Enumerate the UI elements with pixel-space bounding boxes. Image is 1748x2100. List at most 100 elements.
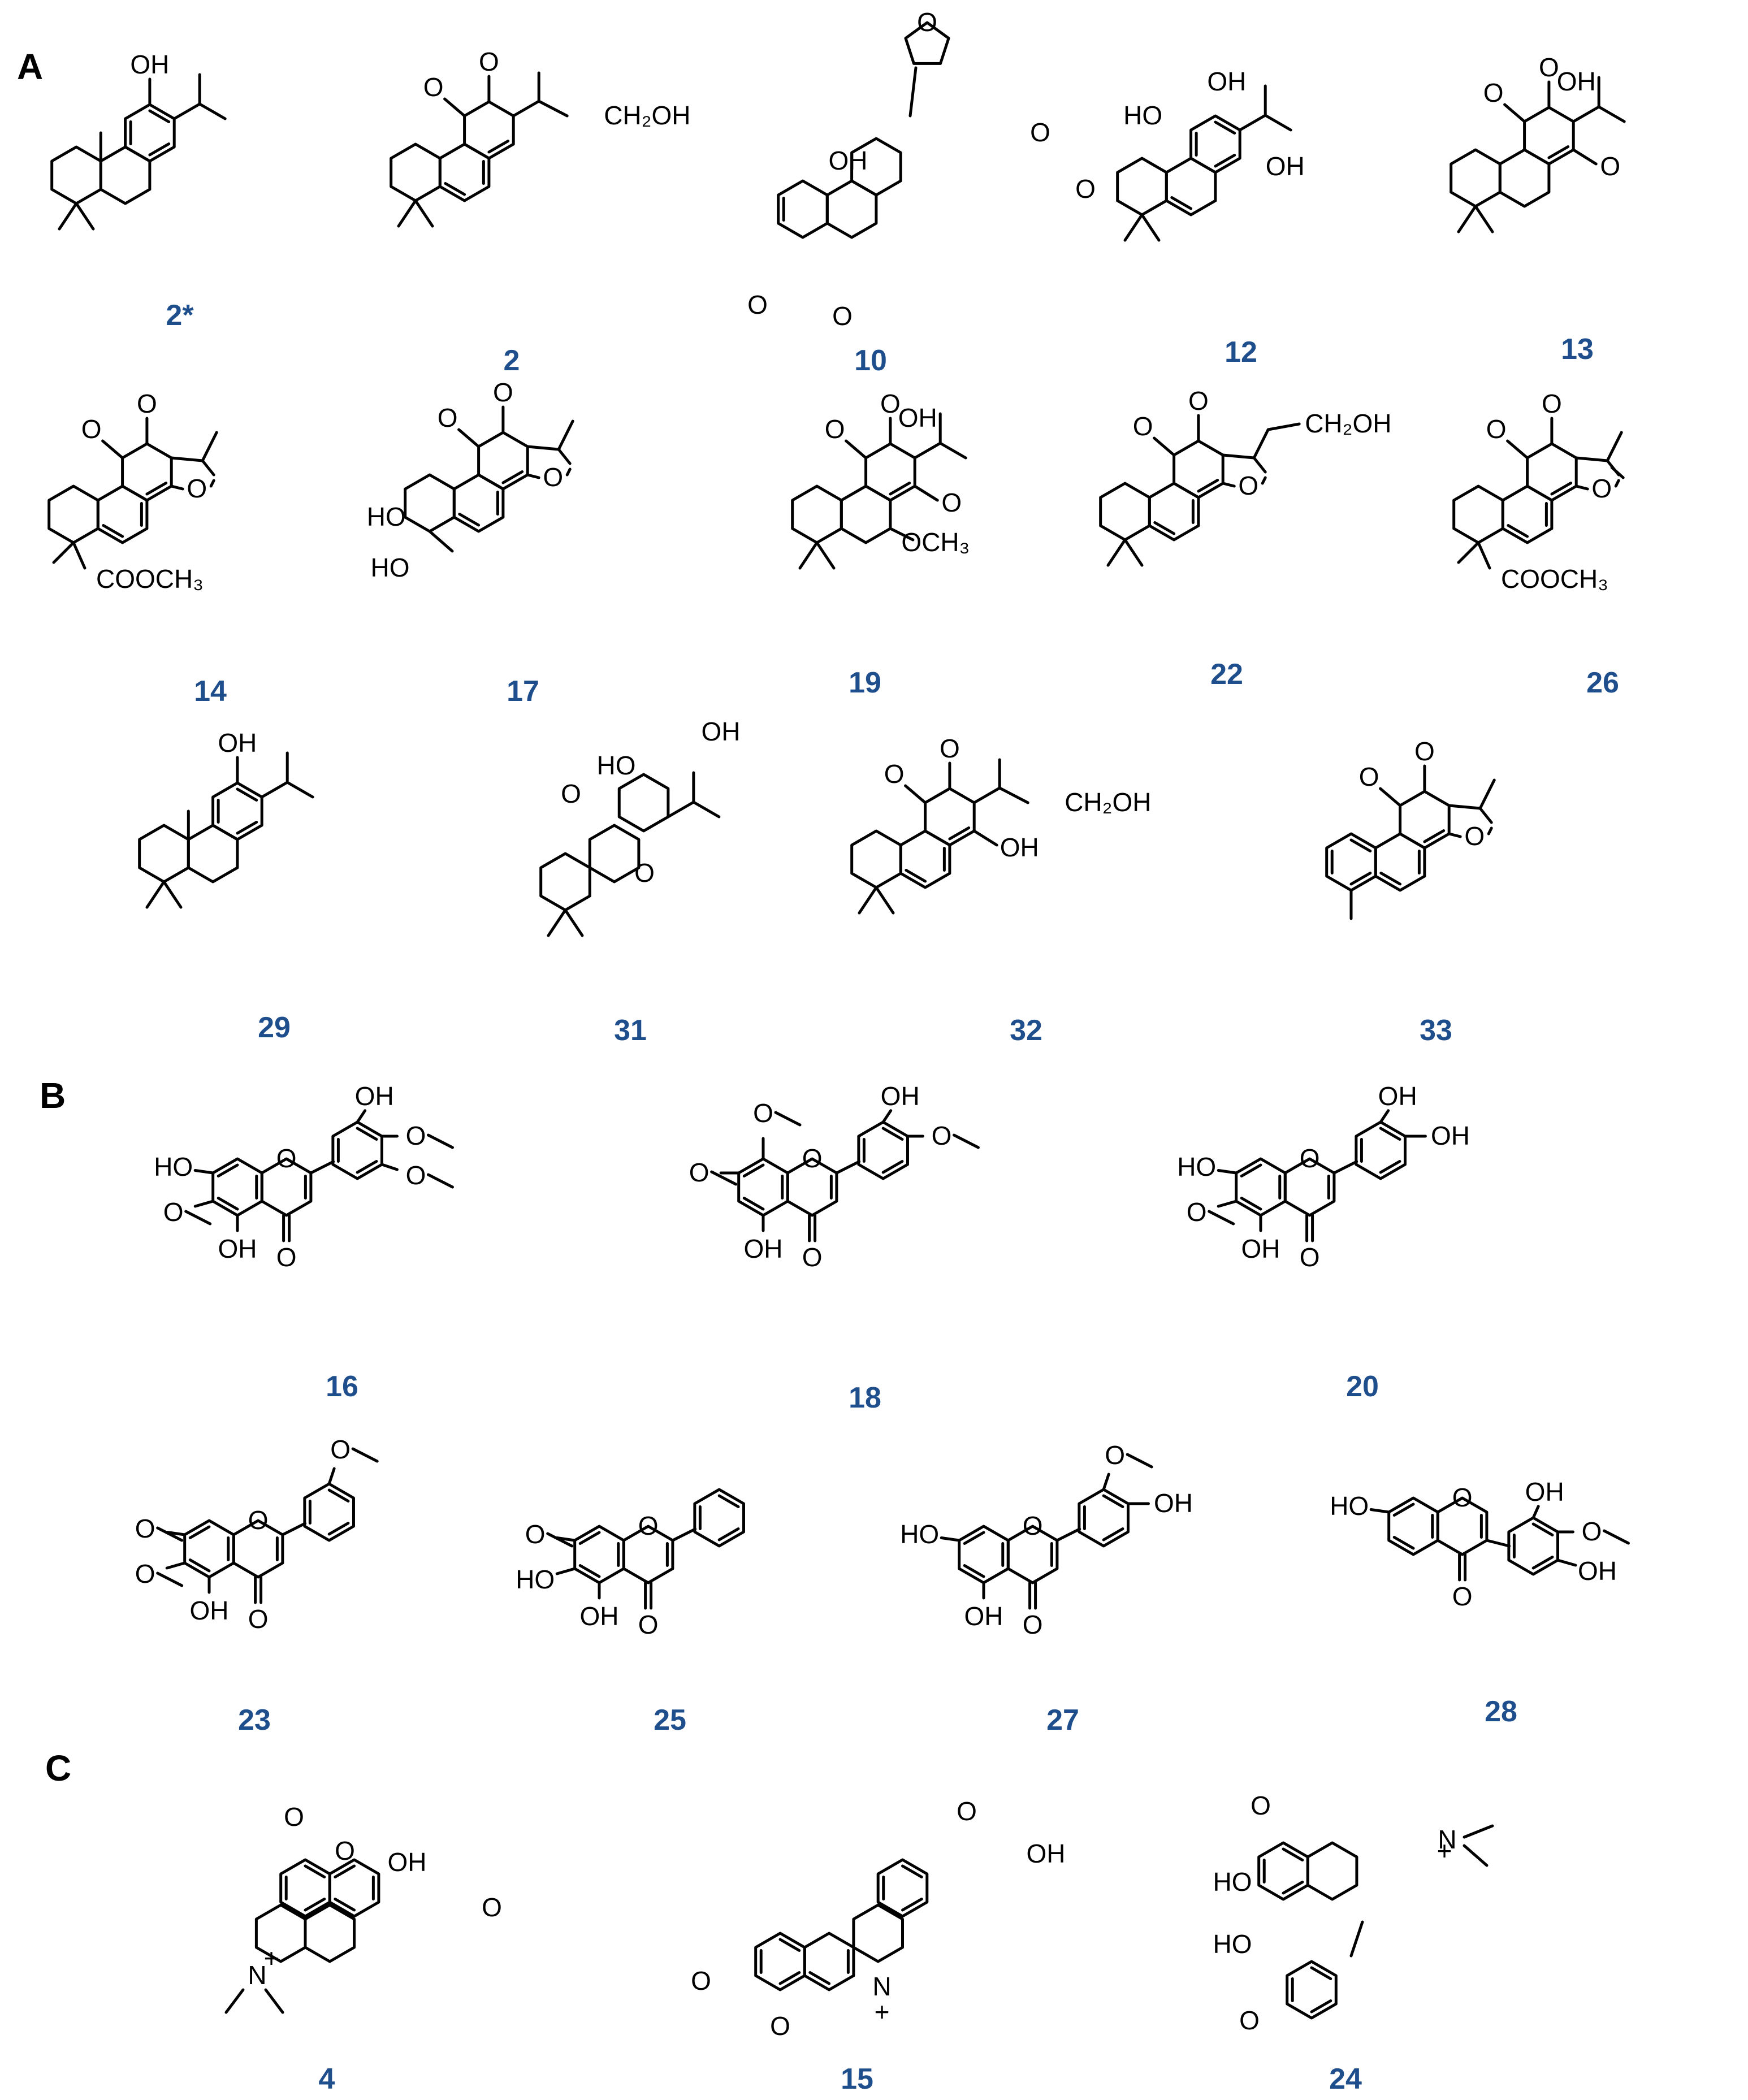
compound-label-2: 2 xyxy=(504,344,520,377)
nitrogen-label: N xyxy=(1438,1825,1456,1854)
methoxy-oxygen: O xyxy=(525,1519,546,1549)
compound-label-32: 32 xyxy=(1010,1014,1042,1047)
methoxy-oxygen: O xyxy=(689,1158,709,1187)
methoxy-oxygen: O xyxy=(284,1802,304,1831)
ring-oxygen: O xyxy=(1452,1483,1473,1512)
methoxy-oxygen: O xyxy=(932,1121,952,1150)
hydroxyl-label: HO xyxy=(1123,101,1162,130)
ring-oxygen: O xyxy=(802,1144,823,1173)
hydroxyl-label: HO xyxy=(1213,1867,1252,1897)
bridge-oxygen: O xyxy=(634,858,655,887)
hydroxyl-label: OH xyxy=(1266,151,1305,181)
carbonyl-oxygen: O xyxy=(1539,53,1559,82)
carbonyl-oxygen: O xyxy=(1023,1610,1043,1639)
hydroxyl-label: OH xyxy=(190,1596,229,1625)
hydroxyl-label: OH xyxy=(1027,1839,1066,1868)
compound-label-29: 29 xyxy=(258,1011,291,1044)
charge-label: + xyxy=(875,1997,890,2027)
methoxy-oxygen: O xyxy=(1105,1440,1125,1470)
compound-label-17: 17 xyxy=(507,675,539,708)
hydroxyl-label: OH xyxy=(1154,1488,1193,1518)
carbonyl-oxygen: O xyxy=(940,734,960,763)
methoxy-oxygen: O xyxy=(406,1161,426,1190)
compound-label-10: 10 xyxy=(854,344,887,377)
hydroxyl-label: OH xyxy=(1557,67,1596,96)
carbonyl-oxygen: O xyxy=(1359,762,1379,791)
compound-label-4: 4 xyxy=(319,2063,335,2095)
hydroxyl-label: HO xyxy=(1330,1491,1369,1521)
compound-label-16: 16 xyxy=(326,1370,358,1403)
furan-oxygen: O xyxy=(917,7,937,37)
hydroxymethyl-label: CH₂OH xyxy=(604,101,690,130)
ester-label: COOCH₃ xyxy=(96,564,204,594)
compound-label-31: 31 xyxy=(614,1014,647,1047)
carbonyl-oxygen: O xyxy=(438,403,458,432)
structure-2star: OH xyxy=(50,50,227,231)
hydroxyl-label: OH xyxy=(881,1081,920,1111)
hydroxyl-label: OH xyxy=(1578,1556,1617,1586)
methoxy-oxygen: O xyxy=(330,1435,351,1464)
carbonyl-oxygen: O xyxy=(638,1610,659,1639)
carbonyl-oxygen: O xyxy=(81,414,102,444)
methoxy-oxygen: O xyxy=(691,1966,711,1995)
compound-label-25: 25 xyxy=(654,1704,686,1737)
hydroxyl-label: OH xyxy=(829,146,868,175)
hydroxyl-label: OH xyxy=(898,403,937,432)
methoxy-oxygen: O xyxy=(1187,1197,1207,1227)
carbonyl-oxygen: O xyxy=(248,1604,269,1634)
ester-label: COOCH₃ xyxy=(1501,564,1608,594)
compound-label-26: 26 xyxy=(1586,666,1619,699)
methoxy-oxygen: O xyxy=(163,1197,184,1227)
compound-label-20: 20 xyxy=(1346,1370,1379,1403)
methoxy-oxygen: O xyxy=(482,1893,502,1922)
section-label-c: C xyxy=(45,1748,71,1789)
hydroxyl-label: HO xyxy=(597,751,636,780)
carbonyl-oxygen: O xyxy=(1486,414,1507,444)
carbonyl-oxygen: O xyxy=(747,290,768,319)
carbonyl-oxygen: O xyxy=(1600,151,1620,181)
hydroxyl-label: HO xyxy=(367,502,406,531)
compound-label-15: 15 xyxy=(841,2063,873,2095)
carbonyl-oxygen: O xyxy=(276,1242,297,1272)
compound-label-27: 27 xyxy=(1046,1704,1079,1737)
carbonyl-oxygen: O xyxy=(137,389,157,418)
ring-oxygen: O xyxy=(638,1511,659,1540)
carbonyl-oxygen: O xyxy=(1188,386,1209,415)
hydroxyl-label: OH xyxy=(1525,1477,1564,1506)
methoxy-oxygen: O xyxy=(1582,1517,1602,1546)
hydroxyl-label: OH xyxy=(130,50,169,79)
furan-oxygen: O xyxy=(543,462,563,492)
hydroxyl-label: HO xyxy=(1177,1152,1216,1181)
lactone-oxygen: O xyxy=(1030,118,1050,147)
hydroxyl-label: OH xyxy=(1000,833,1039,862)
hydroxyl-label: OH xyxy=(744,1234,783,1263)
compound-label-14: 14 xyxy=(194,675,227,708)
hydroxyl-label: OH xyxy=(964,1601,1003,1631)
compound-label-23: 23 xyxy=(238,1704,271,1737)
hydroxyl-label: HO xyxy=(516,1565,555,1594)
compound-label-2star: 2* xyxy=(166,299,194,332)
methoxy-oxygen: O xyxy=(135,1559,155,1588)
carbonyl-oxygen: O xyxy=(1133,412,1153,441)
hydroxyl-label: OH xyxy=(388,1847,427,1877)
carbonyl-oxygen: O xyxy=(825,414,845,444)
ring-oxygen: O xyxy=(1023,1511,1043,1540)
carbonyl-oxygen: O xyxy=(561,779,581,808)
methoxy-oxygen: O xyxy=(770,2011,790,2041)
methoxy-label: OCH₃ xyxy=(901,527,970,557)
carbonyl-oxygen: O xyxy=(941,488,962,517)
charge-label: + xyxy=(1437,1836,1452,1865)
